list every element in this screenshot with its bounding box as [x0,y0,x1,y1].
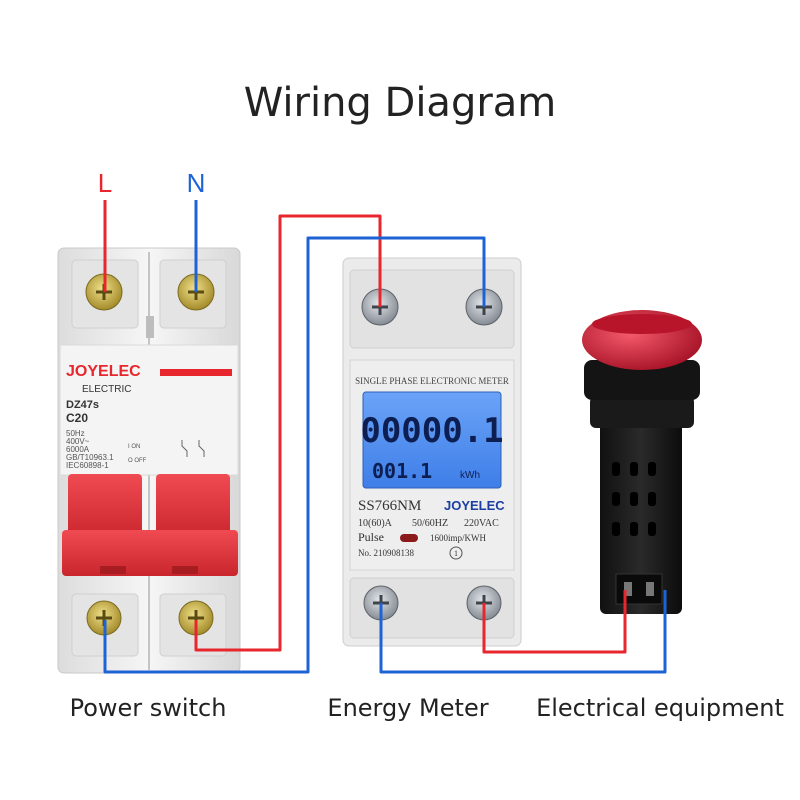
meter-pulse-label: Pulse [358,530,384,544]
page-title: Wiring Diagram [244,80,557,126]
meter-current: 10(60)A [358,518,393,529]
breaker-spec-4: IEC60898-1 [66,461,109,470]
breaker-spec-3: GB/T10963.1 [66,453,114,462]
wire-live-breaker-to-meter [194,214,382,652]
breaker-model: DZ47s [66,399,99,411]
meter-unit: kWh [460,470,480,481]
meter-header: SINGLE PHASE ELECTRONIC METER [355,376,509,386]
breaker-toggle-handle [62,530,238,576]
breaker-spec-0: 50Hz [66,429,85,438]
neutral-label: N [187,168,206,198]
meter-voltage: 220VAC [464,518,499,529]
meter-brand: JOYELEC [444,498,505,513]
meter-model: SS766NM [358,498,421,514]
pulse-led-icon [400,534,418,542]
energy-meter: SINGLE PHASE ELECTRONIC METER 00000.1 00… [342,257,522,647]
breaker-red-stripe [160,369,232,376]
accuracy-class-icon [449,546,463,560]
meter-frequency: 50/60HZ [412,518,448,529]
breaker-spec-2: 6000A [66,445,90,454]
breaker-off-label: O OFF [128,458,147,464]
breaker-brand: JOYELEC [66,363,141,380]
breaker-circuit-symbol-icon [181,440,205,457]
meter-class-mark: 1 [454,549,458,558]
meter-caption: Energy Meter [327,694,488,722]
meter-reading-sub: 001.1 [372,459,432,483]
breaker-caption: Power switch [70,694,227,722]
meter-reading-main: 00000.1 [360,411,503,451]
breaker-on-label: I ON [128,444,140,450]
breaker-spec-1: 400V~ [66,437,90,446]
breaker-rating: C20 [66,411,88,425]
meter-impulse: 1600imp/KWH [430,533,486,543]
circuit-breaker: JOYELEC ELECTRIC DZ47s C20 50Hz 400V~ 60… [57,247,241,674]
device-caption: Electrical equipment [536,694,784,722]
breaker-subtitle: ELECTRIC [82,384,131,395]
meter-lcd [362,391,502,489]
wire-neutral-breaker-to-meter [103,236,486,674]
meter-serial: No. 210908138 [358,548,414,558]
indicator-lamp [582,310,702,614]
line-label: L [98,168,112,198]
wire-neutral-meter-to-device [379,590,667,674]
wire-live-meter-to-device [482,590,627,654]
